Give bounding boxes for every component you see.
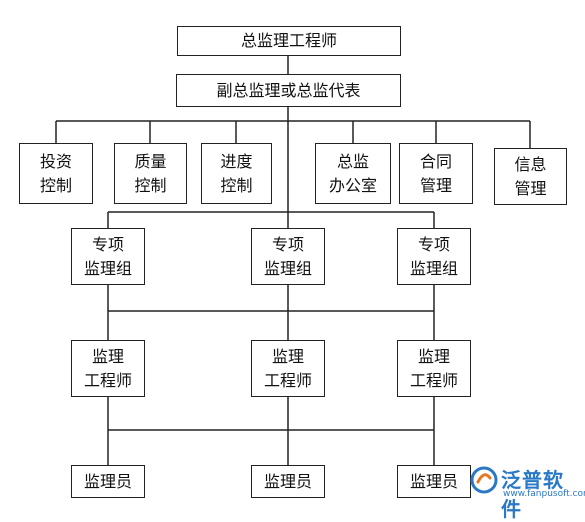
- supervisor-staff-box: 监理员: [71, 465, 145, 498]
- supervisor-staff-label: 监理员: [263, 471, 312, 491]
- department-label: 质量 控制: [134, 151, 167, 195]
- supervision-engineer-box: 监理 工程师: [397, 340, 471, 397]
- supervision-engineer-label: 监理 工程师: [409, 346, 458, 390]
- supervision-engineer-label: 监理 工程师: [263, 346, 312, 390]
- watermark: 泛普软件 www.fanpusoft.com: [469, 463, 585, 521]
- chief-supervisor-box: 总监理工程师: [177, 26, 401, 56]
- chief-supervisor-label: 总监理工程师: [240, 31, 337, 50]
- department-label: 信息 管理: [514, 154, 547, 198]
- supervision-group-box: 专项 监理组: [251, 228, 325, 285]
- department-label: 投资 控制: [39, 151, 72, 195]
- department-label: 进度 控制: [220, 151, 253, 195]
- supervisor-staff-label: 监理员: [83, 471, 132, 491]
- supervisor-staff-box: 监理员: [397, 465, 471, 498]
- department-box: 进度 控制: [201, 143, 272, 204]
- deputy-supervisor-box: 副总监理或总监代表: [176, 74, 401, 107]
- org-chart-lines: [55, 55, 531, 465]
- department-label: 总监 办公室: [328, 151, 377, 195]
- department-label: 合同 管理: [419, 151, 452, 195]
- supervisor-staff-label: 监理员: [409, 471, 458, 491]
- supervision-engineer-label: 监理 工程师: [83, 346, 132, 390]
- supervision-group-label: 专项 监理组: [409, 234, 458, 278]
- department-box: 总监 办公室: [315, 143, 391, 204]
- department-box: 合同 管理: [399, 143, 473, 204]
- supervision-group-box: 专项 监理组: [397, 228, 471, 285]
- department-box: 投资 控制: [19, 143, 93, 204]
- supervisor-staff-box: 监理员: [251, 465, 325, 498]
- department-box: 质量 控制: [114, 143, 187, 204]
- supervision-group-label: 专项 监理组: [263, 234, 312, 278]
- deputy-supervisor-label: 副总监理或总监代表: [216, 80, 361, 100]
- supervision-group-label: 专项 监理组: [83, 234, 132, 278]
- department-box: 信息 管理: [494, 148, 567, 205]
- watermark-url: www.fanpusoft.com: [503, 489, 585, 499]
- fanpu-logo-icon: [470, 466, 498, 494]
- supervision-group-box: 专项 监理组: [71, 228, 145, 285]
- supervision-engineer-box: 监理 工程师: [71, 340, 145, 397]
- supervision-engineer-box: 监理 工程师: [251, 340, 325, 397]
